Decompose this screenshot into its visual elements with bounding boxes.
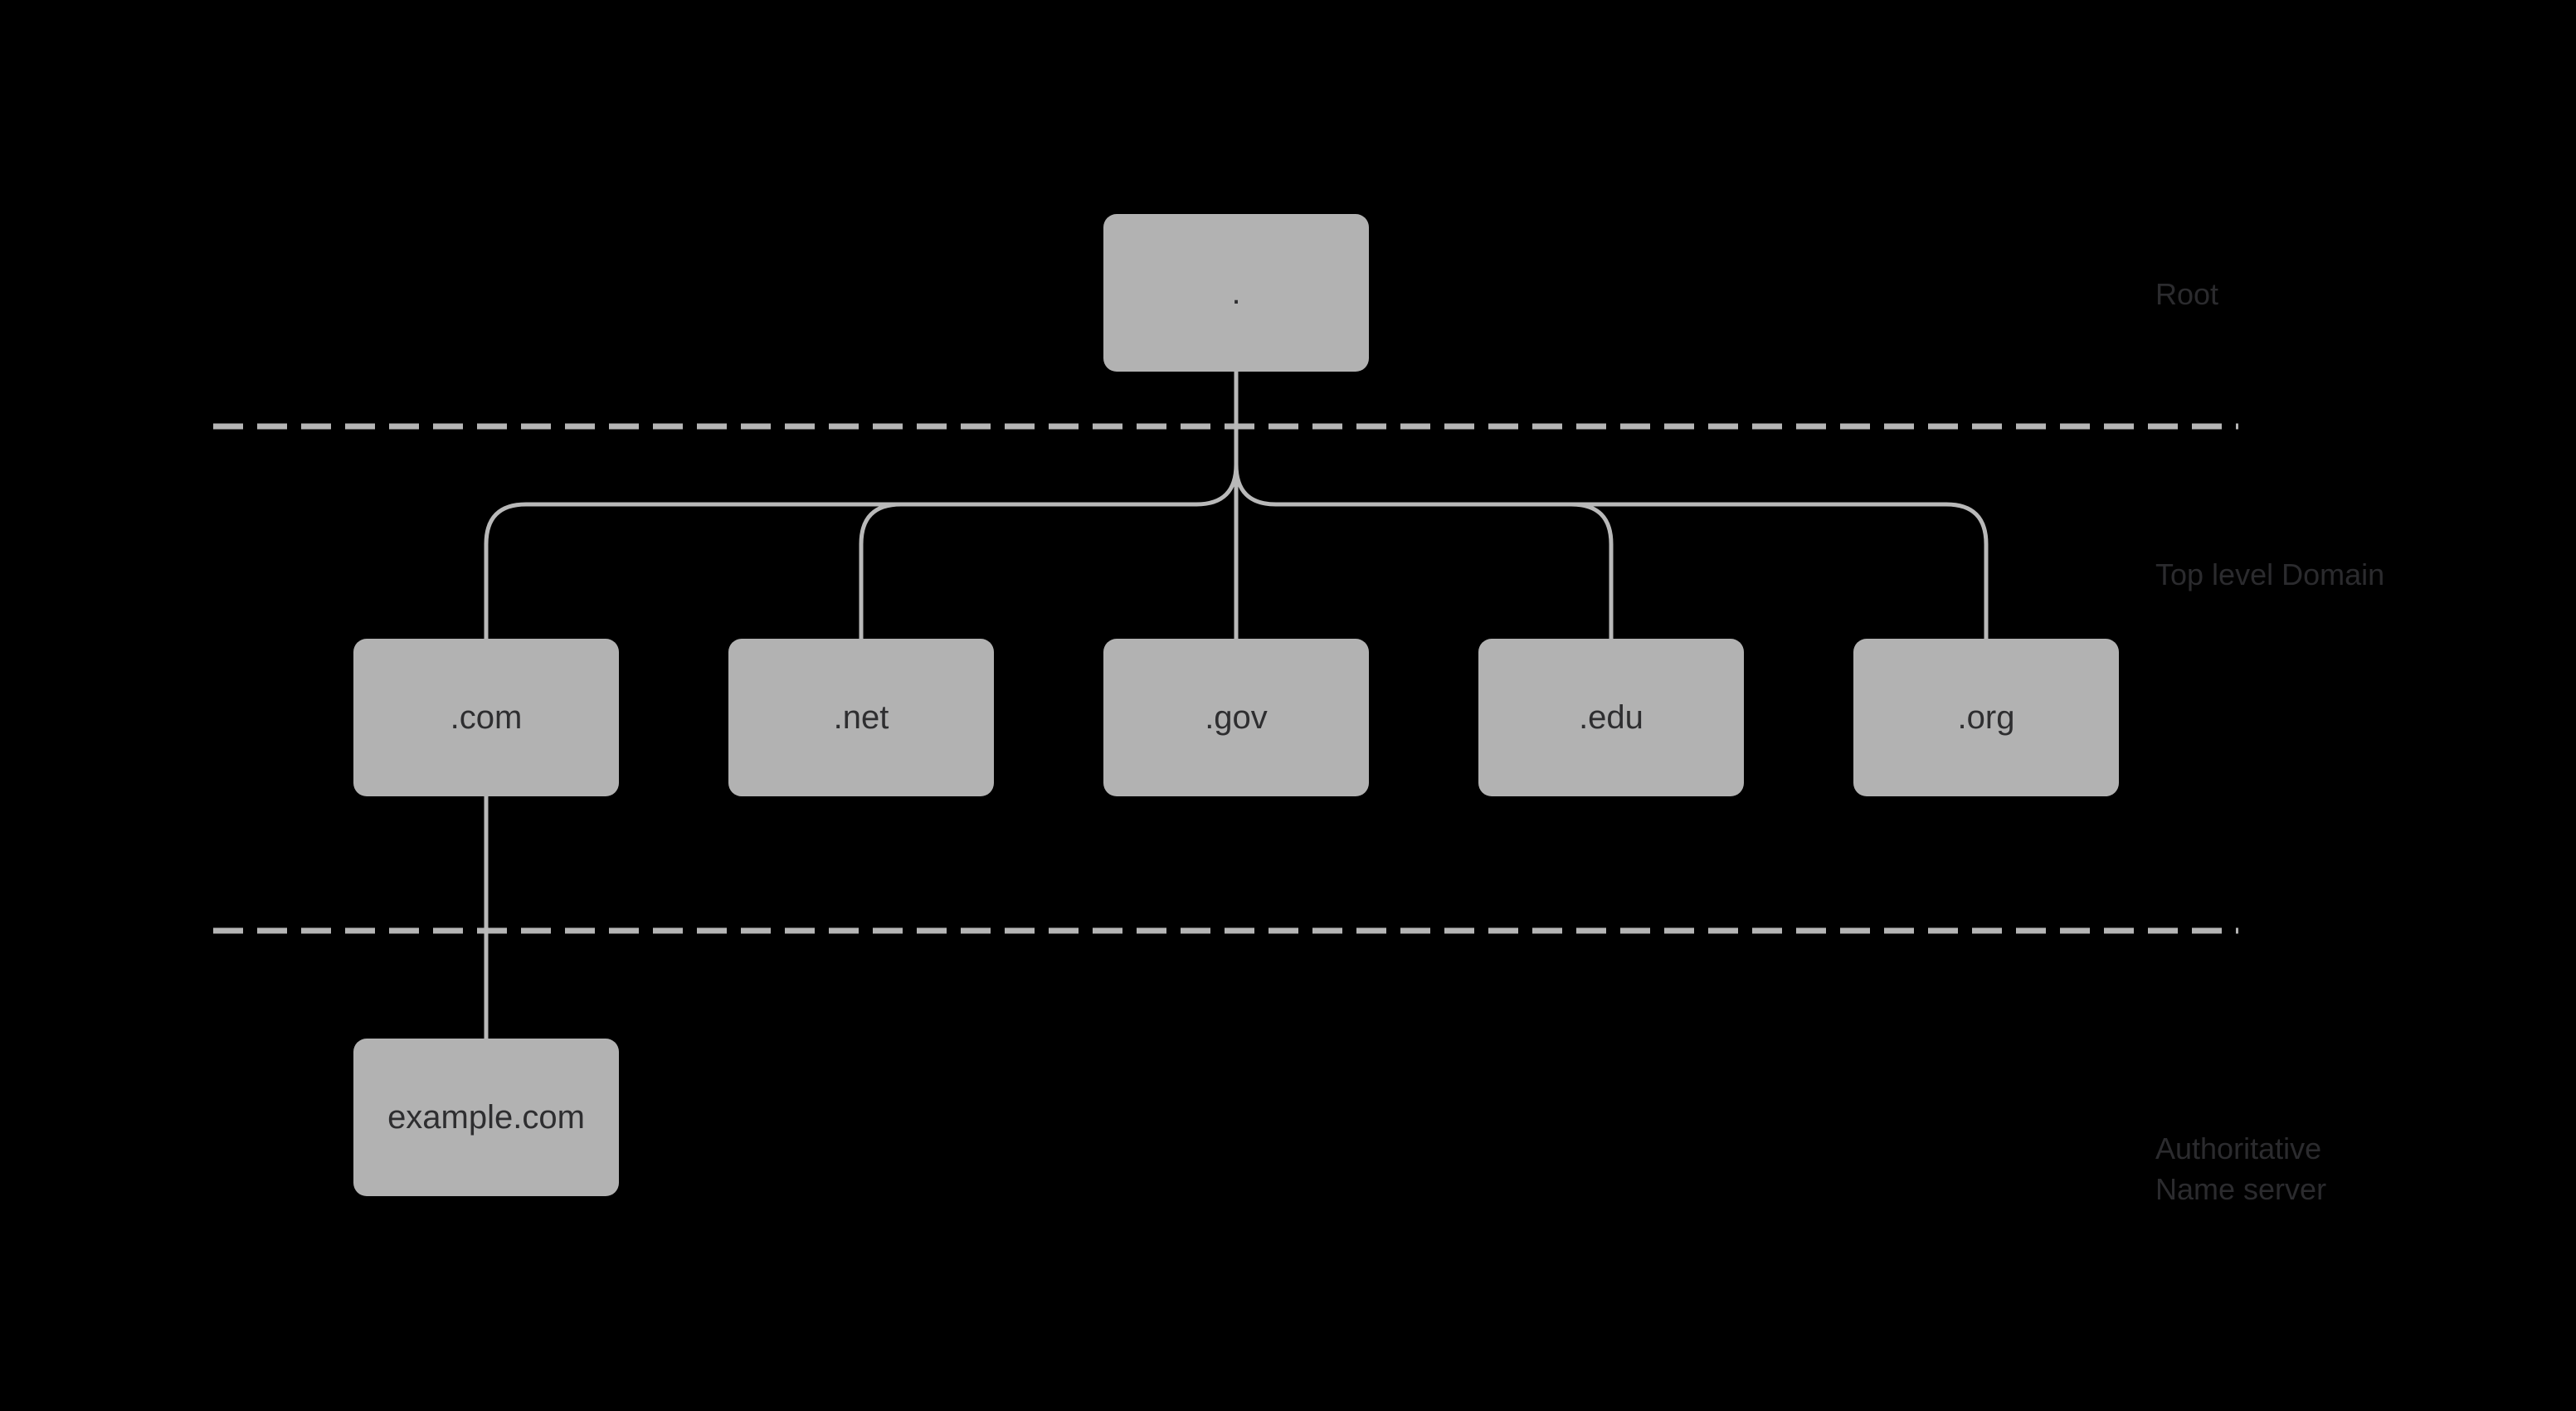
junction-flare-right bbox=[1234, 462, 1278, 507]
bus-left-to-com-line bbox=[484, 502, 1199, 641]
level-label-authoritative-line1: Authoritative bbox=[2155, 1131, 2322, 1165]
node-tld-org: .org bbox=[1853, 639, 2119, 796]
branch-to-edu-line bbox=[1569, 502, 1614, 641]
level-label-top-level-domain: Top level Domain bbox=[2155, 557, 2385, 591]
node-root-label: . bbox=[1231, 275, 1241, 311]
branch-to-net-line bbox=[859, 502, 903, 641]
node-root: . bbox=[1103, 214, 1369, 372]
node-tld-gov: .gov bbox=[1103, 639, 1369, 796]
node-example-com: example.com bbox=[353, 1039, 619, 1196]
node-tld-net: .net bbox=[728, 639, 994, 796]
junction-flare-left bbox=[1194, 462, 1239, 507]
node-example-com-label: example.com bbox=[387, 1099, 585, 1136]
node-tld-gov-label: .gov bbox=[1205, 699, 1268, 736]
level-label-authoritative-line2: Name server bbox=[2155, 1172, 2327, 1206]
level-label-authoritative-name-server: Authoritative Name server bbox=[2155, 1128, 2326, 1209]
bus-right-to-org-line bbox=[1273, 502, 1989, 641]
node-tld-edu-label: .edu bbox=[1579, 699, 1643, 736]
node-tld-net-label: .net bbox=[833, 699, 889, 736]
node-tld-edu: .edu bbox=[1478, 639, 1744, 796]
node-tld-com-label: .com bbox=[450, 699, 523, 736]
node-tld-com: .com bbox=[353, 639, 619, 796]
node-tld-org-label: .org bbox=[1957, 699, 2015, 736]
level-label-root: Root bbox=[2155, 277, 2219, 311]
